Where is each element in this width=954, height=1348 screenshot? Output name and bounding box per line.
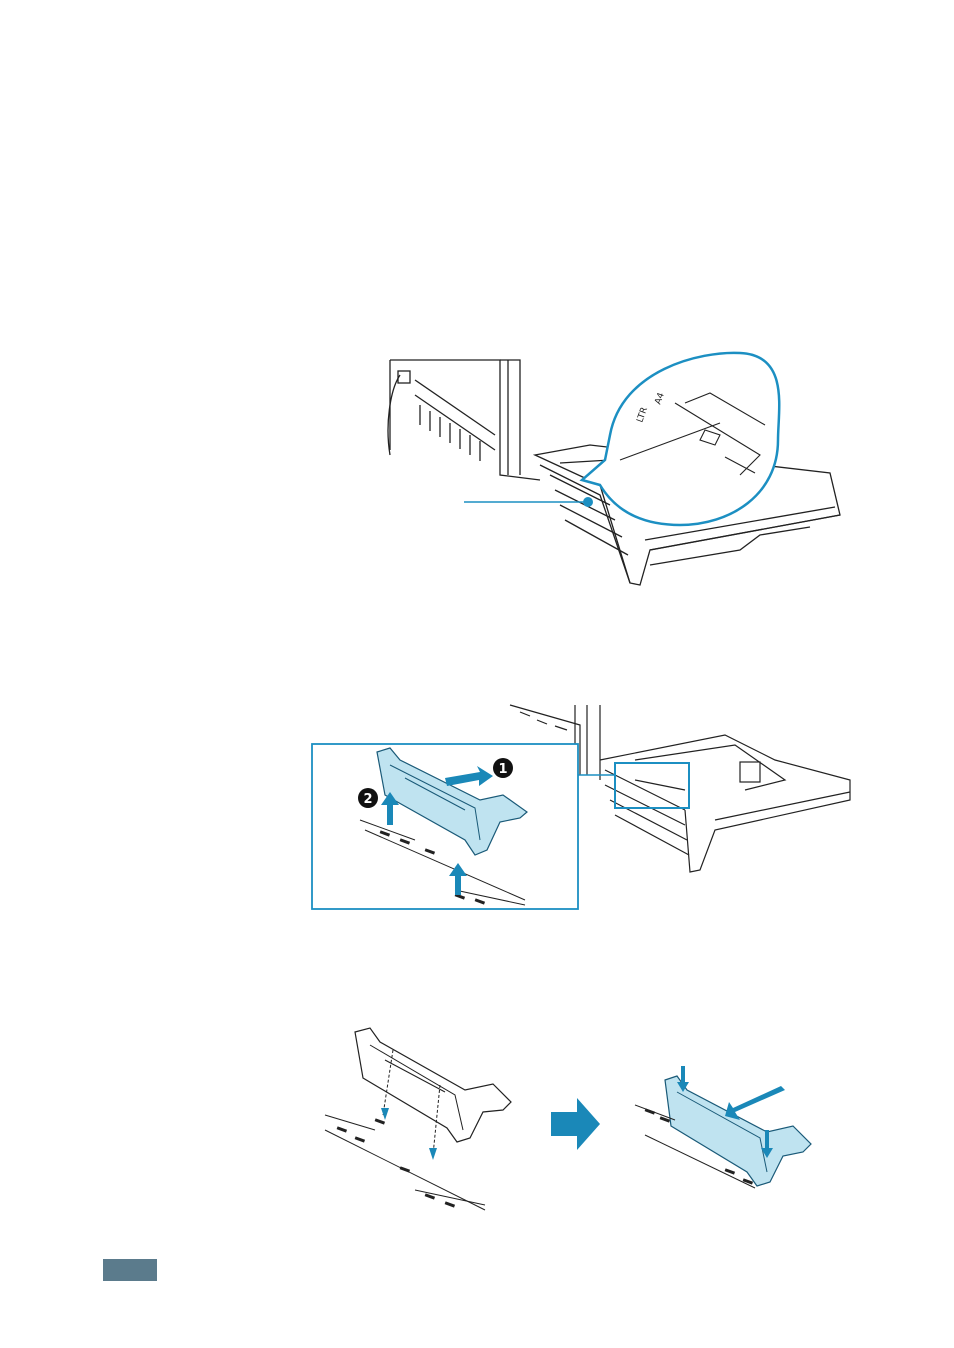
figure-paper-size-label: A4 LTR — [360, 345, 860, 595]
step-2-label: 2 — [363, 792, 372, 807]
inset-highlight — [615, 763, 689, 808]
step-1-label: 1 — [498, 762, 507, 777]
page-number-tab — [103, 1259, 157, 1281]
arrow-icon — [725, 1086, 785, 1120]
figure-remove-guide: 1 2 — [305, 700, 855, 915]
arrow-right-icon — [551, 1098, 600, 1150]
figure-reinstall-guide — [315, 1020, 825, 1230]
